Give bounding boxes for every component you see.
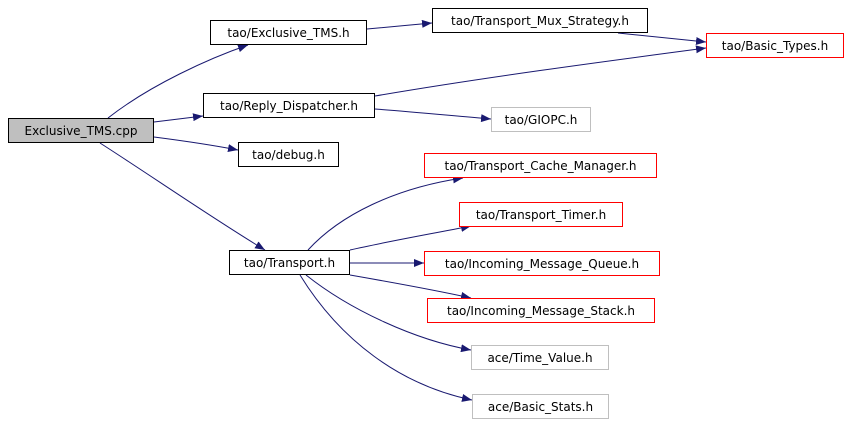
edge-exclusive-tms-cpp-to-reply-dispatcher-h <box>153 113 204 123</box>
node-ace-time-value-h[interactable]: ace/Time_Value.h <box>471 345 609 370</box>
edge-reply-dispatcher-h-to-basic-types-h <box>374 45 707 97</box>
edge-transport-h-to-transport-cache-manager-h <box>307 175 464 251</box>
node-exclusive-tms-cpp[interactable]: Exclusive_TMS.cpp <box>8 118 154 143</box>
edge-transport-h-to-time-value-h <box>305 274 472 353</box>
node-tao-transport-mux-strategy-h[interactable]: tao/Transport_Mux_Strategy.h <box>432 8 648 33</box>
node-tao-reply-dispatcher-h[interactable]: tao/Reply_Dispatcher.h <box>203 93 375 118</box>
node-tao-exclusive-tms-h[interactable]: tao/Exclusive_TMS.h <box>210 20 367 45</box>
node-tao-incoming-message-queue-h[interactable]: tao/Incoming_Message_Queue.h <box>424 251 660 276</box>
edge-exclusive-tms-cpp-to-exclusive-tms-h <box>107 44 249 119</box>
edge-reply-dispatcher-h-to-giopc-h <box>374 108 492 123</box>
node-tao-debug-h[interactable]: tao/debug.h <box>238 142 339 167</box>
edge-transport-h-to-transport-timer-h <box>349 223 472 251</box>
node-tao-incoming-message-stack-h[interactable]: tao/Incoming_Message_Stack.h <box>427 298 655 323</box>
edge-transport-h-to-basic-stats-h <box>299 274 473 402</box>
node-ace-basic-stats-h[interactable]: ace/Basic_Stats.h <box>472 394 609 419</box>
node-tao-transport-timer-h[interactable]: tao/Transport_Timer.h <box>459 202 623 227</box>
node-tao-transport-cache-manager-h[interactable]: tao/Transport_Cache_Manager.h <box>424 153 657 178</box>
edge-exclusive-tms-cpp-to-transport-h <box>99 142 266 251</box>
node-tao-giopc-h[interactable]: tao/GIOPC.h <box>491 107 591 132</box>
edge-exclusive-tms-cpp-to-debug-h <box>153 136 239 153</box>
node-tao-transport-h[interactable]: tao/Transport.h <box>229 250 350 275</box>
edges-group <box>99 19 707 402</box>
edge-transport-h-to-incoming-message-stack-h <box>349 274 472 300</box>
edge-transport-mux-strategy-h-to-basic-types-h <box>617 32 707 46</box>
edge-exclusive-tms-h-to-transport-mux-strategy-h <box>366 19 433 30</box>
node-tao-basic-types-h[interactable]: tao/Basic_Types.h <box>706 33 844 58</box>
